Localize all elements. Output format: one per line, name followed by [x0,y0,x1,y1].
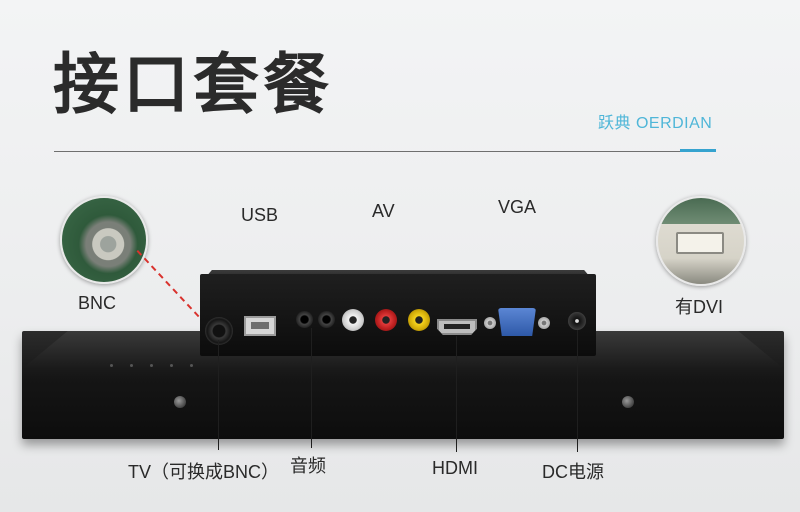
audio-jack-icon [296,311,313,328]
bnc-connector-photo [60,196,148,284]
bnc-port-icon [205,317,233,345]
vent-hole [150,364,153,367]
rca-white-icon [342,309,364,331]
vga-label: VGA [498,197,537,217]
screw-icon [622,396,634,408]
audio-leader-line [311,328,312,448]
av-label: AV [372,201,395,221]
hdmi-label: HDMI [432,458,478,478]
vent-hole [170,364,173,367]
hdmi-leader-line [456,336,457,452]
audio-jack-icon [318,311,335,328]
audio-label: 音频 [290,456,326,476]
rca-yellow-icon [408,309,430,331]
page-title: 接口套餐 [53,46,333,123]
vent-hole [190,364,193,367]
dvi-connector-photo [656,196,746,286]
brand-name: 跃典 OERDIAN [598,115,713,132]
screw-icon [174,396,186,408]
title-divider-accent [680,149,716,152]
vent-hole [110,364,113,367]
usb-port-icon [244,316,276,336]
tv-leader-line [218,340,219,450]
dc-power-port-icon [568,312,586,330]
bnc-dashed-pointer [136,250,200,318]
hdmi-port-icon [437,319,477,335]
vga-screw-icon [484,317,496,329]
dvi-port-icon [676,232,724,254]
usb-label: USB [241,205,279,225]
title-divider [54,151,680,152]
tv-label: TV（可换成BNC） [128,462,280,482]
rca-red-icon [375,309,397,331]
bnc-label: BNC [78,293,117,313]
vent-hole [130,364,133,367]
vga-port-icon [484,308,550,336]
vga-screw-icon [538,317,550,329]
dc-power-label: DC电源 [542,462,604,482]
vga-connector-body [498,308,536,336]
dvi-label: 有DVI [675,297,724,317]
dc-leader-line [577,330,578,452]
